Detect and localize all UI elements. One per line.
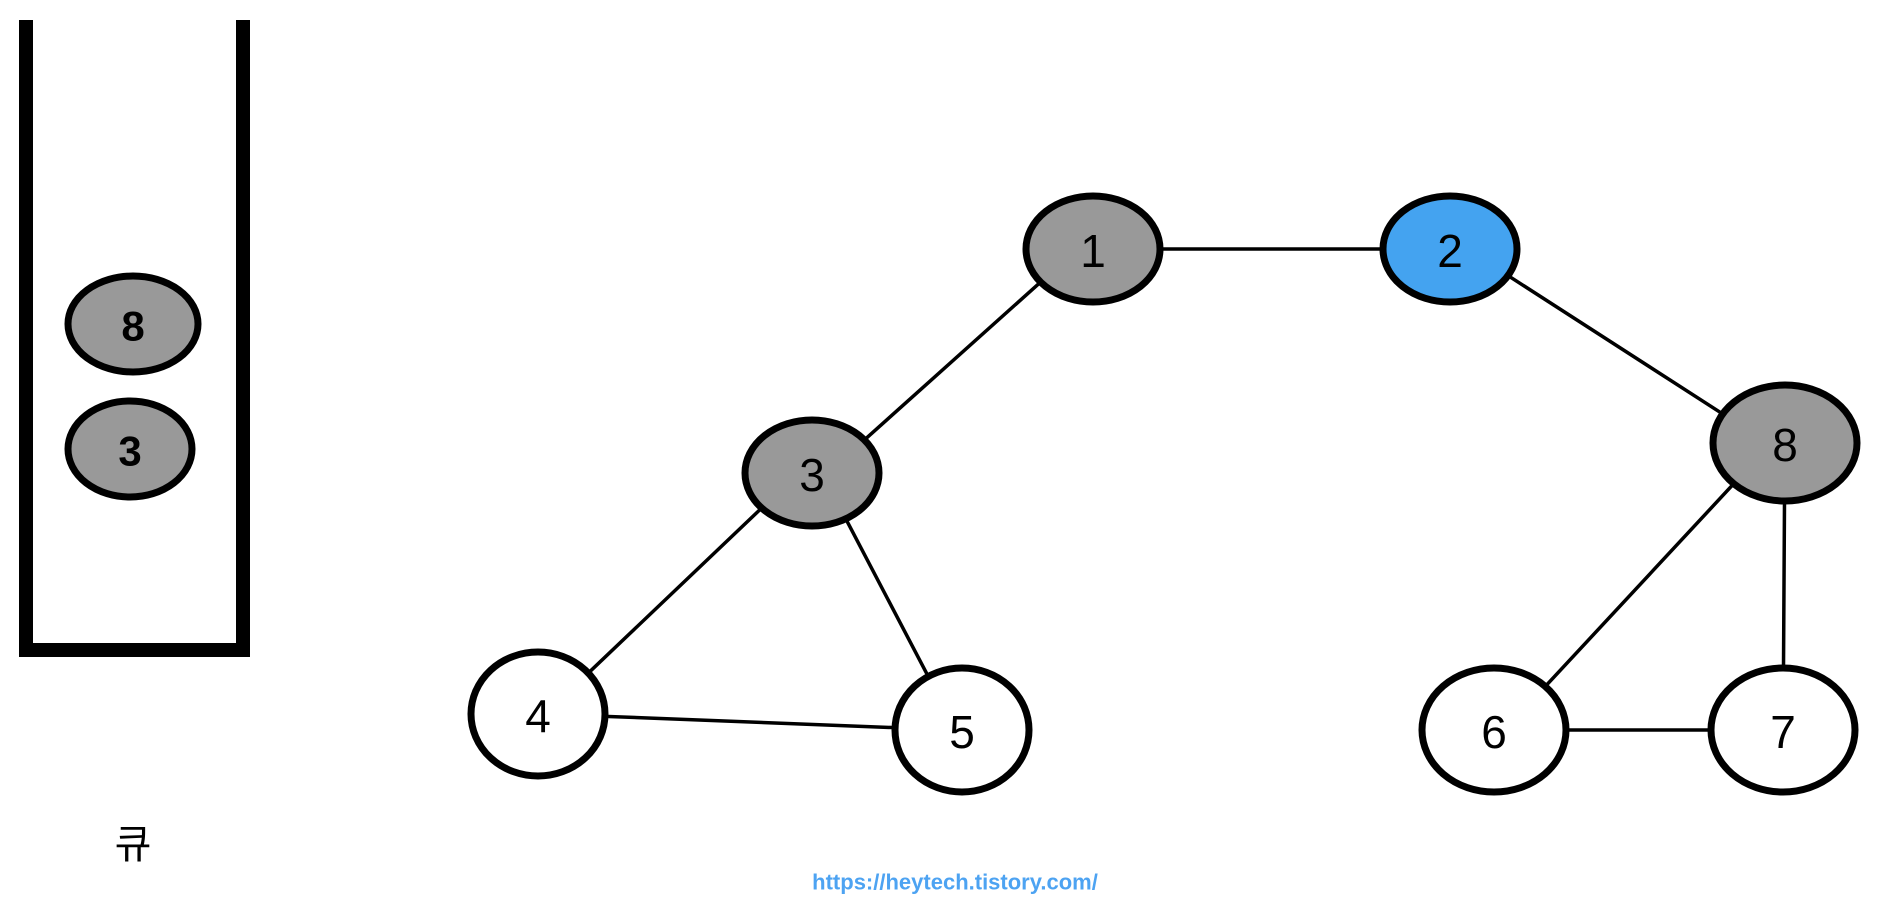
graph-node[interactable]: 7	[1707, 664, 1859, 796]
graph-node-circle[interactable]	[467, 648, 609, 780]
graph-node[interactable]: 4	[467, 648, 609, 780]
queue-item-circle[interactable]	[64, 272, 202, 376]
graph-node[interactable]: 2	[1379, 192, 1521, 306]
queue-container	[19, 20, 250, 657]
queue-item-circle[interactable]	[64, 397, 196, 501]
graph-node[interactable]: 3	[741, 416, 883, 530]
graph-edge	[1781, 499, 1787, 670]
graph-edge	[844, 517, 930, 679]
graph-node-circle[interactable]	[1709, 381, 1861, 505]
graph-node[interactable]: 1	[1022, 192, 1164, 306]
graph-edge	[1543, 481, 1736, 689]
graph-node[interactable]: 6	[1418, 664, 1570, 796]
graph-edge	[586, 506, 764, 675]
graph-node-circle[interactable]	[1418, 664, 1570, 796]
graph-edges-layer	[586, 247, 1787, 732]
graph-nodes-layer: 1 2 3 4 5 6 7 8	[467, 192, 1861, 796]
queue-item[interactable]: 3	[64, 397, 196, 501]
graph-node-circle[interactable]	[891, 664, 1033, 796]
graph-edge	[603, 714, 897, 730]
graph-node-circle[interactable]	[1379, 192, 1521, 306]
graph-node-circle[interactable]	[1022, 192, 1164, 306]
queue-walls	[19, 20, 250, 657]
graph-node[interactable]: 8	[1709, 381, 1861, 505]
graph-edge	[862, 280, 1043, 442]
queue-caption-label: 큐	[115, 823, 152, 867]
graph-node-circle[interactable]	[741, 416, 883, 530]
watermark-url: https://heytech.tistory.com/	[812, 870, 1098, 895]
queue-item[interactable]: 8	[64, 272, 202, 376]
graph-edge	[1506, 273, 1725, 416]
graph-node-circle[interactable]	[1707, 664, 1859, 796]
graph-node[interactable]: 5	[891, 664, 1033, 796]
